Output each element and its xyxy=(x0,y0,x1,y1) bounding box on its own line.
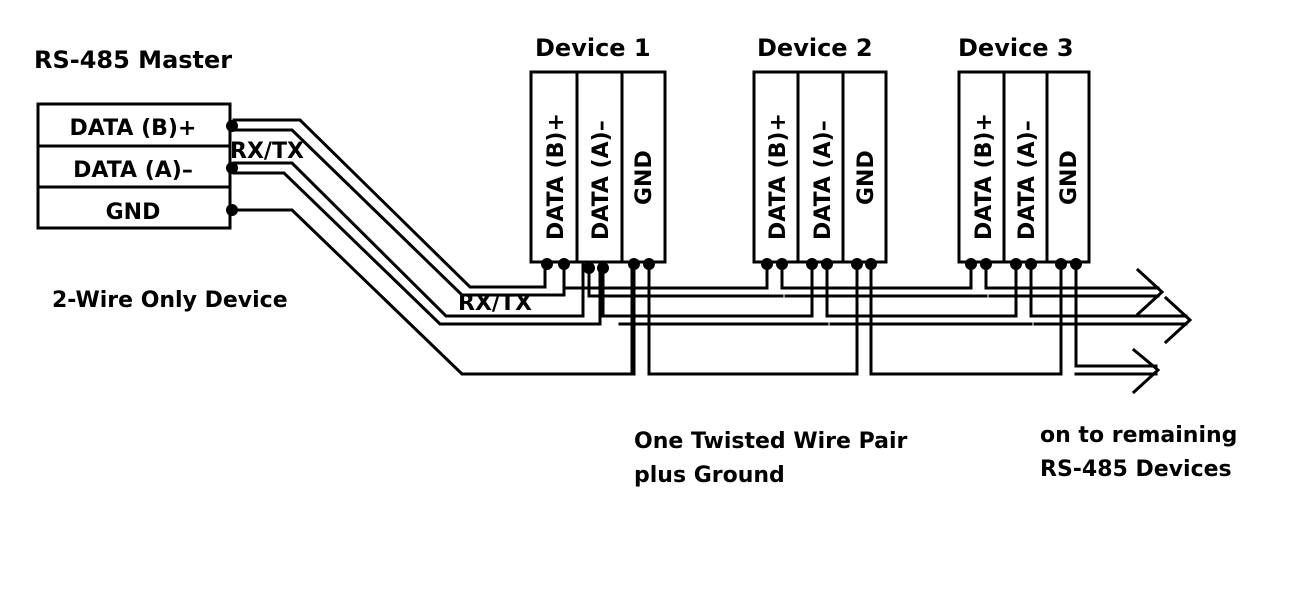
master-terminal-a: DATA (A)– xyxy=(73,158,193,183)
device-1-terminal-b: DATA (B)+ xyxy=(544,113,569,240)
bus-b-wire xyxy=(780,260,973,290)
master-title: RS-485 Master xyxy=(34,46,232,74)
remaining-devices-caption-line2: RS-485 Devices xyxy=(1040,457,1232,482)
device-1-terminal-a: DATA (A)– xyxy=(589,120,614,240)
device-1-terminal-gnd: GND xyxy=(632,150,657,205)
terminal-dot xyxy=(541,258,553,270)
device-3-box xyxy=(957,70,1091,264)
master-terminal-dot xyxy=(226,204,238,216)
device-3-terminal-a: DATA (A)– xyxy=(1015,120,1040,240)
bus-gnd-wire xyxy=(1074,260,1158,368)
bus-a-wire xyxy=(1029,260,1188,318)
master-terminal-dot xyxy=(226,162,238,174)
device-3-title: Device 3 xyxy=(958,34,1074,62)
bus-wires xyxy=(562,260,1188,376)
wire-a-minus xyxy=(232,161,585,318)
master-terminal-b: DATA (B)+ xyxy=(70,116,197,141)
twisted-pair-caption-line1: One Twisted Wire Pair xyxy=(634,429,907,454)
two-wire-label: 2-Wire Only Device xyxy=(52,288,288,313)
master-terminal-gnd: GND xyxy=(106,200,161,225)
bus-gnd-wire xyxy=(647,260,859,376)
bus-b-wire xyxy=(984,260,1160,290)
remaining-devices-caption-line1: on to remaining xyxy=(1040,423,1237,448)
device-2-terminal-b: DATA (B)+ xyxy=(766,113,791,240)
bus-b-wire xyxy=(562,260,769,290)
bus-b-wire xyxy=(587,260,784,298)
bus-a-wire xyxy=(825,260,1018,318)
device-2-title: Device 2 xyxy=(757,34,873,62)
device-1-box xyxy=(529,70,667,264)
chevron-right-icon xyxy=(1135,267,1165,317)
master-terminal-block: DATA (B)+ DATA (A)– GND xyxy=(36,102,238,230)
chevron-right-icon xyxy=(1131,347,1161,395)
device-2-terminal-a: DATA (A)– xyxy=(811,120,836,240)
device-2-box xyxy=(752,70,888,264)
device-2: Device 2 DATA (B)+ DATA (A)– GND xyxy=(752,34,888,270)
device-3: Device 3 DATA (B)+ DATA (A)– GND xyxy=(957,34,1091,270)
bus-a-wire xyxy=(601,260,814,318)
device-3-terminal-b: DATA (B)+ xyxy=(972,113,997,240)
master-box xyxy=(36,102,232,230)
device-3-terminal-gnd: GND xyxy=(1057,150,1082,205)
chevron-right-icon xyxy=(1163,295,1193,345)
device-2-terminal-gnd: GND xyxy=(854,150,879,205)
device-1-title: Device 1 xyxy=(535,34,651,62)
wire-gnd xyxy=(232,208,634,376)
bus-gnd-wire xyxy=(869,260,1063,376)
device-1: Device 1 DATA (B)+ DATA (A)– GND xyxy=(529,34,667,274)
wire-a-minus xyxy=(232,171,602,326)
twisted-pair-caption-line2: plus Ground xyxy=(634,463,785,488)
wire-b-plus xyxy=(232,118,547,289)
rxtx-master-label: RX/TX xyxy=(230,139,304,164)
